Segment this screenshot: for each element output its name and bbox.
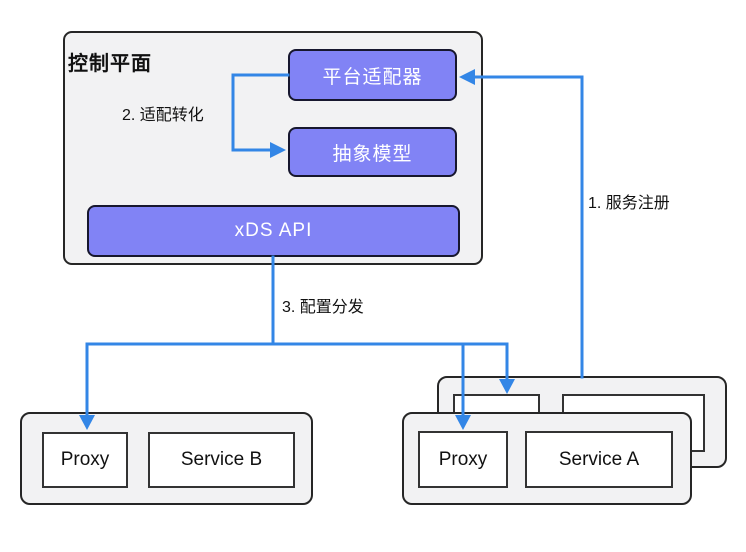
control-plane-title: 控制平面 (68, 53, 152, 75)
service-a-proxy-label: Proxy (438, 448, 488, 470)
service-b-label: Service B (180, 449, 263, 470)
service-b-proxy-box: Proxy (42, 432, 128, 488)
adaptation-label: 2. 适配转化 (122, 107, 204, 124)
service-b-box: Service B (148, 432, 295, 488)
xds-api-label: xDS API (234, 220, 313, 241)
service-b-proxy-label: Proxy (60, 449, 110, 470)
abstract-model-node: 抽象模型 (288, 127, 457, 177)
service-a-box: Service A (525, 431, 673, 488)
platform-adapter-node: 平台适配器 (288, 49, 457, 101)
platform-adapter-label: 平台适配器 (322, 66, 423, 88)
xds-api-node: xDS API (87, 205, 460, 257)
abstract-model-label: 抽象模型 (332, 143, 413, 165)
service-registration-label: 1. 服务注册 (588, 195, 670, 212)
service-a-label: Service A (558, 448, 640, 470)
service-registration-line (472, 75, 584, 379)
config-distribution-label: 3. 配置分发 (282, 299, 364, 316)
service-a-proxy-box: Proxy (418, 431, 508, 488)
